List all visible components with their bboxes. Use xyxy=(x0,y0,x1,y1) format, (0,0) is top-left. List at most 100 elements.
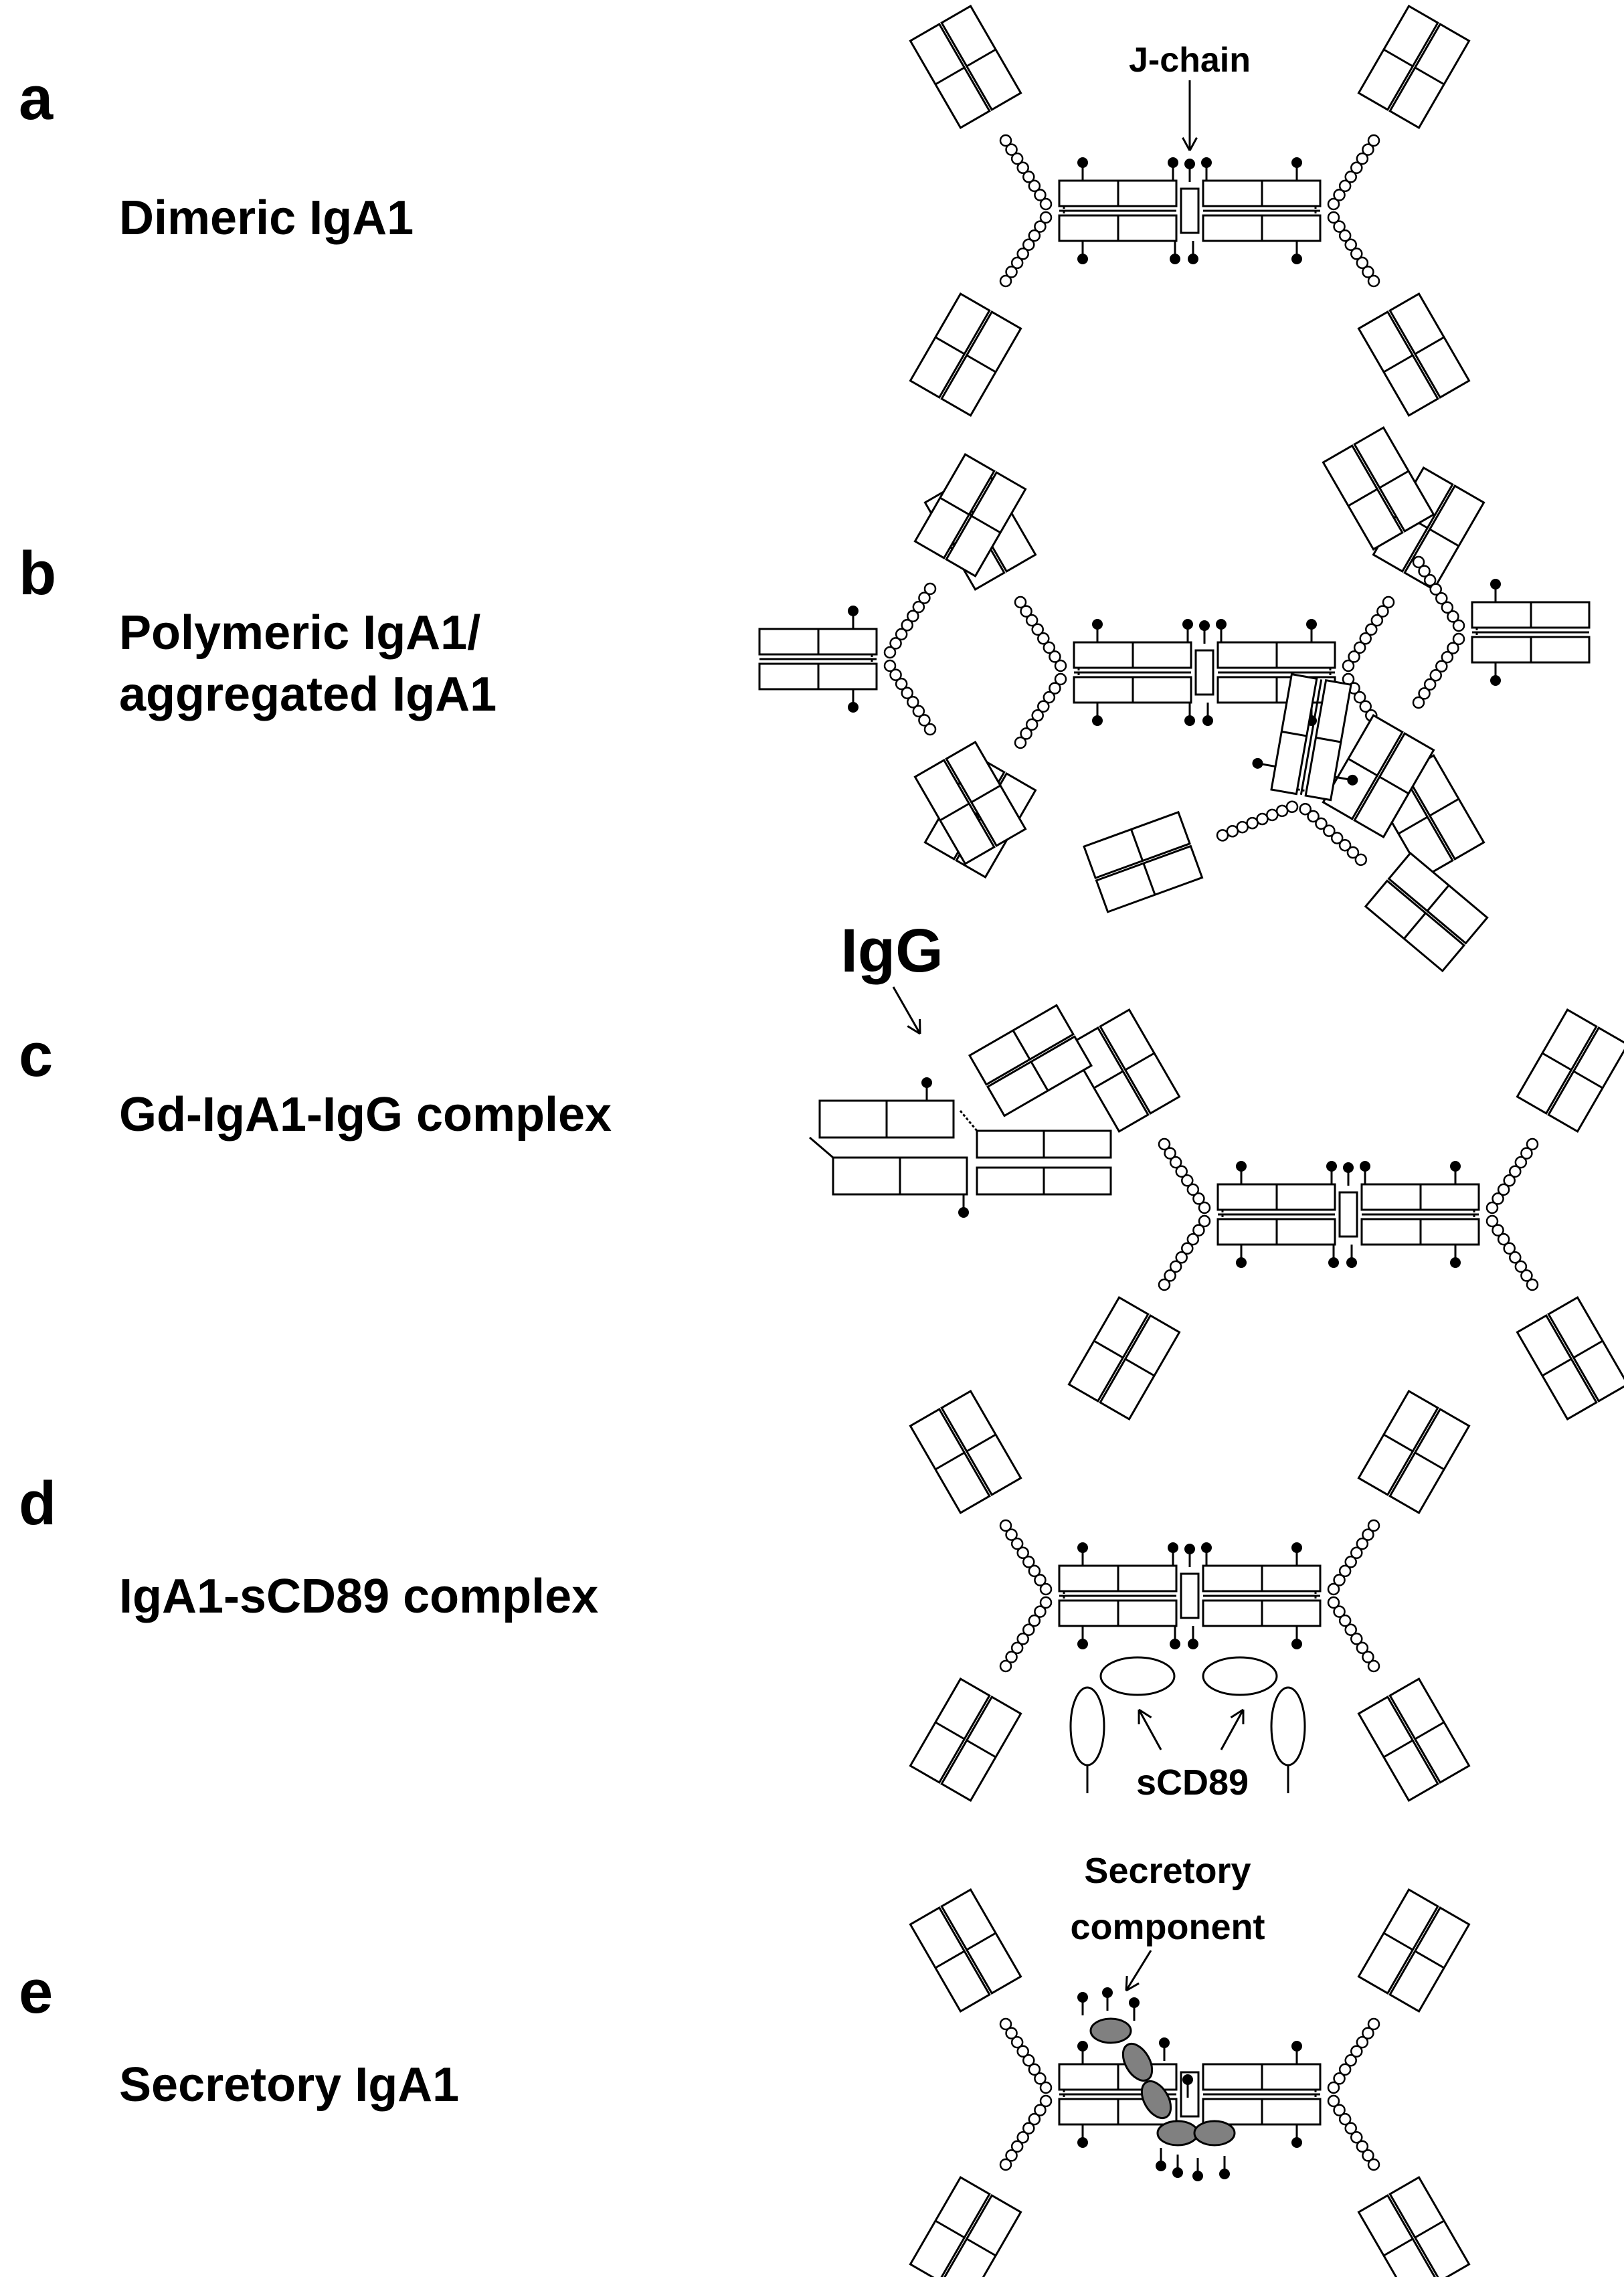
o-glycan-marker xyxy=(1362,2149,1374,2162)
n-glycan-marker xyxy=(1252,757,1263,769)
o-glycan-marker xyxy=(912,705,925,718)
lower-fab-arm xyxy=(1357,292,1471,418)
o-glycan-marker xyxy=(1028,1614,1041,1627)
n-glycan-marker xyxy=(848,702,859,713)
n-glycan-marker xyxy=(1092,619,1103,630)
o-glycan-marker xyxy=(1022,2122,1035,2134)
o-glycan-marker xyxy=(1520,1269,1533,1282)
o-glycan-marker xyxy=(1192,1224,1205,1237)
igg-arrow xyxy=(892,986,921,1035)
o-glycan-marker xyxy=(1005,2149,1018,2162)
domain-divider xyxy=(1383,1739,1414,1758)
o-glycan-marker xyxy=(1266,808,1279,822)
n-glycan-marker xyxy=(958,1207,969,1218)
o-glycan-marker xyxy=(1025,614,1039,627)
lower-hinge xyxy=(1412,632,1465,709)
n-glycan-marker xyxy=(1360,1161,1370,1172)
n-glycan-marker xyxy=(1159,2037,1170,2048)
n-glycan-marker xyxy=(1450,1161,1461,1172)
o-glycan-marker xyxy=(1049,650,1061,663)
domain-divider xyxy=(1130,828,1144,861)
o-glycan-marker xyxy=(1333,1605,1346,1618)
o-glycan-marker xyxy=(1323,824,1336,837)
o-glycan-marker xyxy=(1327,1596,1340,1609)
scd89-label: sCD89 xyxy=(1136,1762,1249,1803)
n-glycan-marker xyxy=(1182,2074,1193,2085)
upper-hinge xyxy=(999,2017,1053,2094)
o-glycan-marker xyxy=(1344,1556,1357,1568)
lower-fab-arm xyxy=(1357,1677,1471,1803)
o-glycan-marker xyxy=(895,628,908,641)
n-glycan-marker xyxy=(1184,715,1195,726)
secretory-component-label-1: Secretory xyxy=(1084,1851,1251,1891)
o-glycan-marker xyxy=(1356,2140,1369,2153)
n-glycan-marker xyxy=(1170,254,1180,264)
domain-divider xyxy=(1348,757,1378,777)
domain-divider xyxy=(970,515,1001,534)
o-glycan-marker xyxy=(1025,718,1039,731)
o-glycan-marker xyxy=(1039,2094,1053,2108)
o-glycan-marker xyxy=(1356,1641,1369,1655)
secretory-component-domain xyxy=(1140,2080,1172,2119)
arrow-shaft xyxy=(1125,1950,1152,1991)
o-glycan-marker xyxy=(1348,650,1360,663)
o-glycan-marker xyxy=(1226,825,1239,838)
o-glycan-marker xyxy=(1367,2158,1380,2171)
o-glycan-marker xyxy=(1198,1214,1211,1228)
o-glycan-marker xyxy=(1350,161,1363,174)
o-glycan-marker xyxy=(901,619,913,632)
domain-divider xyxy=(1124,1052,1155,1071)
n-glycan-marker xyxy=(1490,579,1501,589)
panel-title-b: Polymeric IgA1/ aggregated IgA1 xyxy=(119,602,497,725)
secretory-component-label-2: component xyxy=(1071,1907,1265,1947)
o-glycan-marker xyxy=(1034,1605,1047,1618)
o-glycan-marker xyxy=(1039,211,1053,224)
o-glycan-marker xyxy=(1049,682,1061,695)
o-glycan-marker xyxy=(1043,641,1056,654)
domain-divider xyxy=(1093,1340,1124,1359)
o-glycan-marker xyxy=(1031,709,1044,722)
n-glycan-marker xyxy=(1326,1161,1337,1172)
igg-label: IgG xyxy=(840,917,943,985)
n-glycan-marker xyxy=(1077,2041,1088,2052)
n-glycan-marker xyxy=(1490,675,1501,686)
scd89-molecules xyxy=(1069,1656,1306,1793)
n-glycan-marker xyxy=(1184,159,1195,169)
o-glycan-marker xyxy=(999,274,1012,288)
n-glycan-marker xyxy=(1291,2137,1302,2148)
o-glycan-marker xyxy=(1423,573,1437,587)
o-glycan-marker xyxy=(1186,1233,1200,1246)
o-glycan-marker xyxy=(1246,816,1259,830)
n-glycan-marker xyxy=(1092,715,1103,726)
n-glycan-marker xyxy=(1343,1162,1354,1173)
o-glycan-marker xyxy=(1016,248,1029,260)
tail-line xyxy=(1299,679,1323,796)
domain-divider xyxy=(1414,336,1445,355)
o-glycan-marker xyxy=(1509,1251,1522,1264)
o-glycan-marker xyxy=(1039,1582,1053,1596)
o-glycan-marker xyxy=(1338,838,1352,852)
secretory-component-domain xyxy=(1089,2017,1132,2044)
upper-fab-arm xyxy=(1516,1008,1624,1133)
o-glycan-marker xyxy=(1376,605,1389,618)
domain-divider xyxy=(966,1433,996,1453)
panel-letter-d: d xyxy=(19,1469,57,1538)
domain-divider xyxy=(1414,1721,1445,1740)
o-glycan-marker xyxy=(883,646,897,659)
secretory-component-domain xyxy=(1193,2120,1236,2147)
fc-region xyxy=(1058,1564,1178,1627)
lower-hinge xyxy=(999,2094,1053,2171)
n-glycan-marker xyxy=(1219,2169,1230,2179)
o-glycan-marker xyxy=(889,637,902,650)
o-glycan-marker xyxy=(1327,197,1340,211)
o-glycan-marker xyxy=(1338,2063,1352,2076)
n-glycan-marker xyxy=(1188,254,1198,264)
upper-hinge xyxy=(999,1519,1053,1596)
fc-region xyxy=(1202,2063,1322,2126)
domain-divider xyxy=(1429,528,1459,547)
o-glycan-marker xyxy=(1054,672,1067,686)
j-chain-box xyxy=(1180,1572,1200,1619)
n-glycan-marker xyxy=(1102,1987,1113,1998)
n-glycan-marker xyxy=(1192,2171,1203,2181)
j-chain-box xyxy=(1180,187,1200,234)
